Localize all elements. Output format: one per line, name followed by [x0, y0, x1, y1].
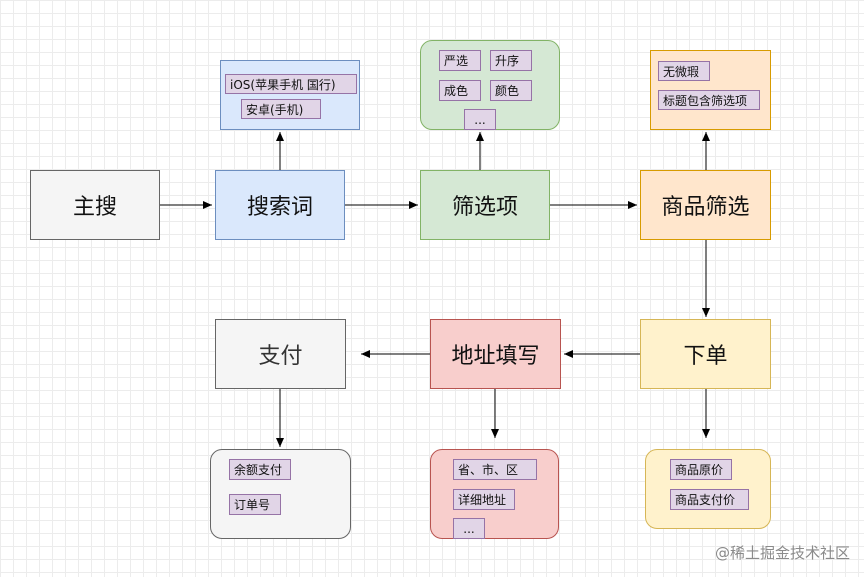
filter-tags-group: 严选 升序 成色 颜色 ... — [420, 40, 560, 130]
tag-color: 颜色 — [490, 80, 532, 101]
tag-title-contains-filter: 标题包含筛选项 — [658, 90, 760, 110]
keyword-tags-group: iOS(苹果手机 国行) 安卓(手机) — [220, 60, 360, 130]
node-address: 地址填写 — [430, 319, 561, 389]
tag-no-flaw: 无微瑕 — [658, 61, 710, 81]
tag-payment-price: 商品支付价 — [670, 489, 749, 510]
tag-android: 安卓(手机) — [241, 99, 321, 119]
tag-province-city-district: 省、市、区 — [453, 459, 537, 480]
tag-original-price: 商品原价 — [670, 459, 732, 480]
tag-more-filters: ... — [464, 109, 496, 130]
payment-tags-group: 余额支付 订单号 — [210, 449, 351, 539]
tag-strict-select: 严选 — [439, 50, 481, 71]
product-tags-group: 无微瑕 标题包含筛选项 — [650, 50, 771, 130]
tag-detailed-address: 详细地址 — [453, 489, 515, 510]
tag-more-address: ... — [453, 518, 485, 539]
node-search-keyword: 搜索词 — [215, 170, 345, 240]
tag-ascending: 升序 — [490, 50, 532, 71]
watermark: @稀土掘金技术社区 — [714, 544, 850, 562]
tag-balance-payment: 余额支付 — [229, 459, 291, 480]
node-filter-options: 筛选项 — [420, 170, 550, 240]
tag-condition: 成色 — [439, 80, 481, 101]
node-payment: 支付 — [215, 319, 346, 389]
order-tags-group: 商品原价 商品支付价 — [645, 449, 771, 529]
tag-ios: iOS(苹果手机 国行) — [225, 74, 357, 94]
node-place-order: 下单 — [640, 319, 771, 389]
tag-order-number: 订单号 — [229, 494, 281, 515]
node-product-filter: 商品筛选 — [640, 170, 771, 240]
address-tags-group: 省、市、区 详细地址 ... — [430, 449, 559, 539]
node-main-search: 主搜 — [30, 170, 160, 240]
